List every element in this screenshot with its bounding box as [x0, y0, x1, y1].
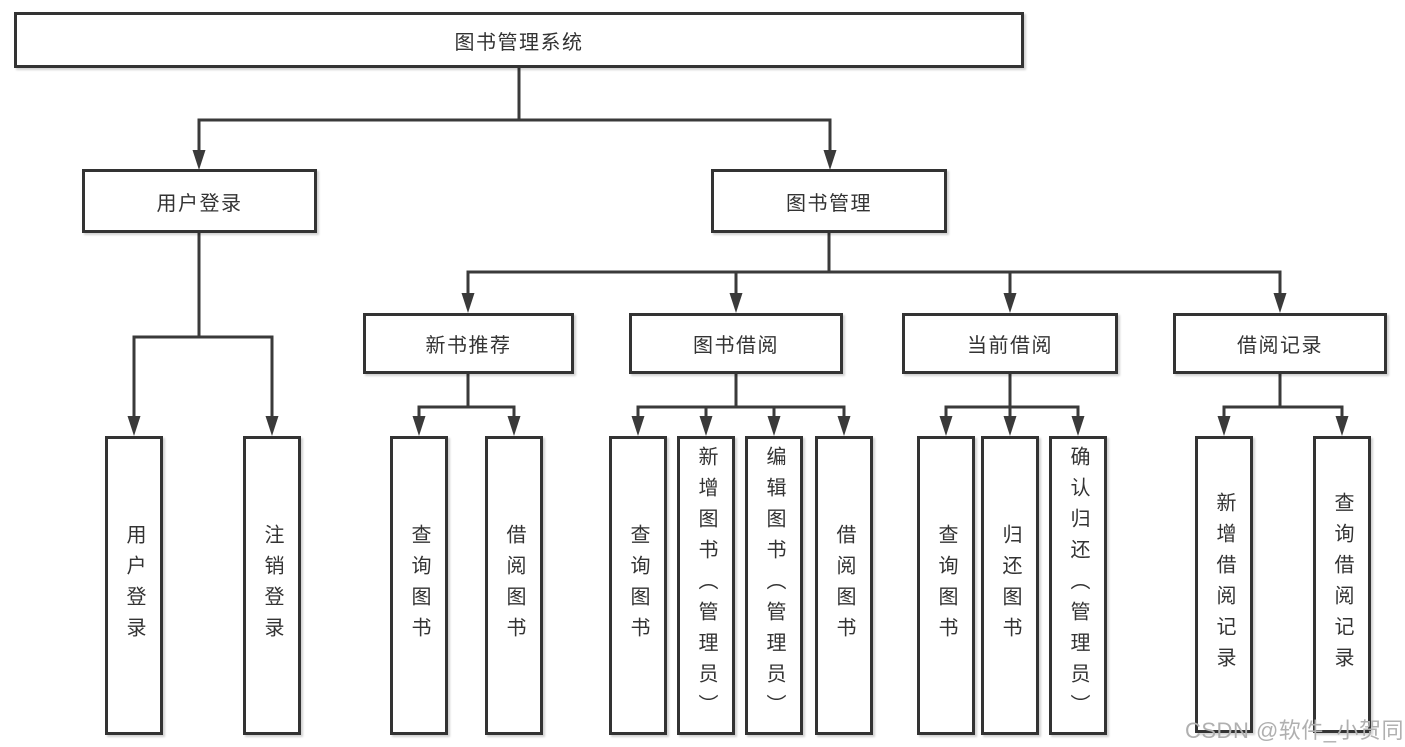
leaf-label: 查询图书 [408, 523, 430, 648]
connector-book-borrow-split [636, 374, 846, 420]
leaf-label: 归还图书 [999, 523, 1021, 648]
leaf-label: 新增借阅记录 [1213, 491, 1235, 678]
node-borrowing-records: 借阅记录 [1173, 313, 1387, 374]
leaf-label: 借阅图书 [833, 523, 855, 648]
leaf-return-book: 归还图书 [981, 436, 1039, 735]
node-label: 新书推荐 [425, 335, 512, 357]
leaf-label: 新增图书（管理员） [695, 446, 717, 725]
leaf-logout: 注销登录 [243, 436, 301, 735]
leaf-rec-query-book: 查询图书 [390, 436, 448, 735]
arrowhead [1217, 416, 1231, 436]
node-user-login: 用户登录 [82, 169, 317, 233]
node-new-book-recommend: 新书推荐 [363, 313, 574, 374]
arrowhead [939, 416, 953, 436]
arrowhead [1335, 416, 1349, 436]
arrowhead [1071, 416, 1085, 436]
leaf-add-book-admin: 新增图书（管理员） [677, 436, 735, 735]
leaf-query-borrow-record: 查询借阅记录 [1313, 436, 1371, 733]
node-label: 借阅记录 [1237, 335, 1323, 357]
node-library-management-system: 图书管理系统 [14, 12, 1024, 68]
arrowhead [507, 416, 521, 436]
node-label: 图书借阅 [693, 335, 779, 357]
arrowhead [823, 150, 837, 170]
leaf-label: 查询图书 [935, 523, 957, 648]
connector-new-book-split [417, 374, 516, 420]
leaf-label: 查询借阅记录 [1331, 491, 1353, 678]
leaf-label: 确认归还（管理员） [1067, 446, 1089, 725]
leaf-label: 注销登录 [261, 523, 283, 648]
connector-user-login-split [132, 233, 274, 420]
leaf-borrow-book: 借阅图书 [815, 436, 873, 735]
node-label: 图书管理系统 [454, 31, 584, 54]
node-label: 当前借阅 [967, 335, 1053, 357]
arrowhead [1273, 293, 1287, 313]
arrowhead [461, 293, 475, 313]
arrowhead [699, 416, 713, 436]
arrowhead [631, 416, 645, 436]
leaf-rec-borrow-book: 借阅图书 [485, 436, 543, 735]
arrowhead [1003, 293, 1017, 313]
arrowhead [767, 416, 781, 436]
csdn-watermark: CSDN @软件_小贺同学 [1185, 718, 1405, 743]
leaf-edit-book-admin: 编辑图书（管理员） [745, 436, 803, 735]
node-current-borrowing: 当前借阅 [902, 313, 1118, 374]
arrowhead [192, 150, 206, 170]
node-label: 图书管理 [786, 192, 872, 215]
arrowhead [837, 416, 851, 436]
leaf-label: 用户登录 [123, 523, 145, 648]
node-book-borrowing: 图书借阅 [629, 313, 843, 374]
arrowhead [127, 416, 141, 436]
arrowhead [1003, 416, 1017, 436]
leaf-label: 查询图书 [627, 523, 649, 648]
leaf-current-query-book: 查询图书 [917, 436, 975, 735]
arrowhead [729, 293, 743, 313]
leaf-label: 编辑图书（管理员） [763, 446, 785, 725]
arrowhead [265, 416, 279, 436]
leaf-confirm-return-admin: 确认归还（管理员） [1049, 436, 1107, 735]
connector-current-borrow-split [944, 374, 1080, 420]
node-label: 用户登录 [156, 192, 243, 215]
connector-book-mgmt-split [466, 233, 1282, 297]
connector-root-split [197, 68, 832, 154]
leaf-borrow-query-book: 查询图书 [609, 436, 667, 735]
leaf-user-login: 用户登录 [105, 436, 163, 735]
connector-borrow-records-split [1222, 374, 1344, 420]
node-book-management: 图书管理 [711, 169, 947, 233]
leaf-label: 借阅图书 [503, 523, 525, 648]
arrowhead [412, 416, 426, 436]
leaf-add-borrow-record: 新增借阅记录 [1195, 436, 1253, 733]
